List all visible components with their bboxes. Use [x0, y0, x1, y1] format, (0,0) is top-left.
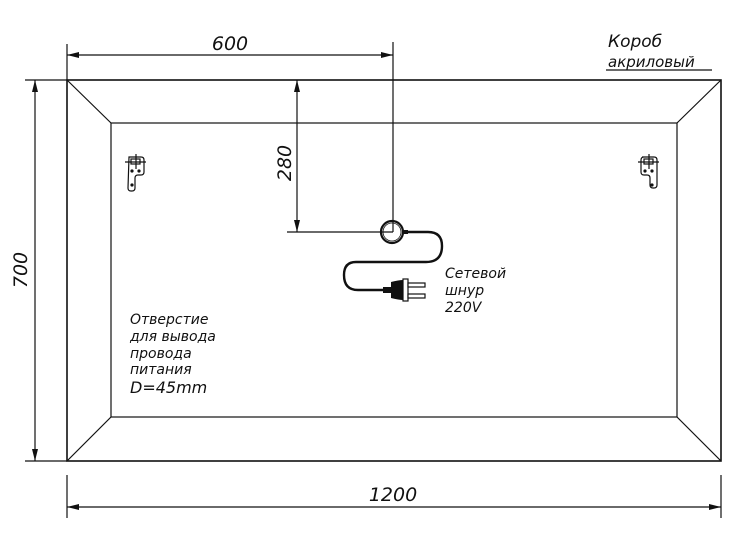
dimension-1200: 1200 [66, 475, 722, 518]
dimension-label-280: 280 [274, 145, 296, 181]
cord-label-line: шнур [445, 283, 484, 299]
cord-label: Сетевой шнур 220V [445, 266, 506, 316]
dimension-label-600: 600 [212, 33, 248, 55]
hole-note: Отверстие для вывода провода питания D=4… [129, 312, 216, 397]
hole-note-line: для вывода [129, 329, 216, 345]
title-line-1: Короб [608, 32, 662, 52]
title-line-2: акриловый [608, 53, 695, 71]
cord-label-line: 220V [445, 300, 483, 316]
hole-diameter: D=45mm [130, 378, 207, 397]
dimension-600: 600 [66, 33, 394, 232]
dimension-label-700: 700 [10, 252, 32, 288]
power-cord-icon [342, 230, 444, 292]
mounting-bracket-left-icon [125, 154, 146, 192]
hole-note-line: питания [130, 362, 192, 378]
dimension-280: 280 [274, 80, 393, 233]
hole-note-line: провода [130, 346, 192, 362]
power-plug-icon [383, 278, 426, 302]
cord-label-line: Сетевой [445, 266, 506, 282]
title-block: Короб акриловый [606, 32, 712, 71]
dimension-700: 700 [10, 79, 67, 462]
mounting-bracket-right-icon [638, 154, 659, 189]
dimension-label-1200: 1200 [369, 484, 417, 506]
box-outline [66, 79, 722, 462]
hole-note-line: Отверстие [130, 312, 209, 328]
